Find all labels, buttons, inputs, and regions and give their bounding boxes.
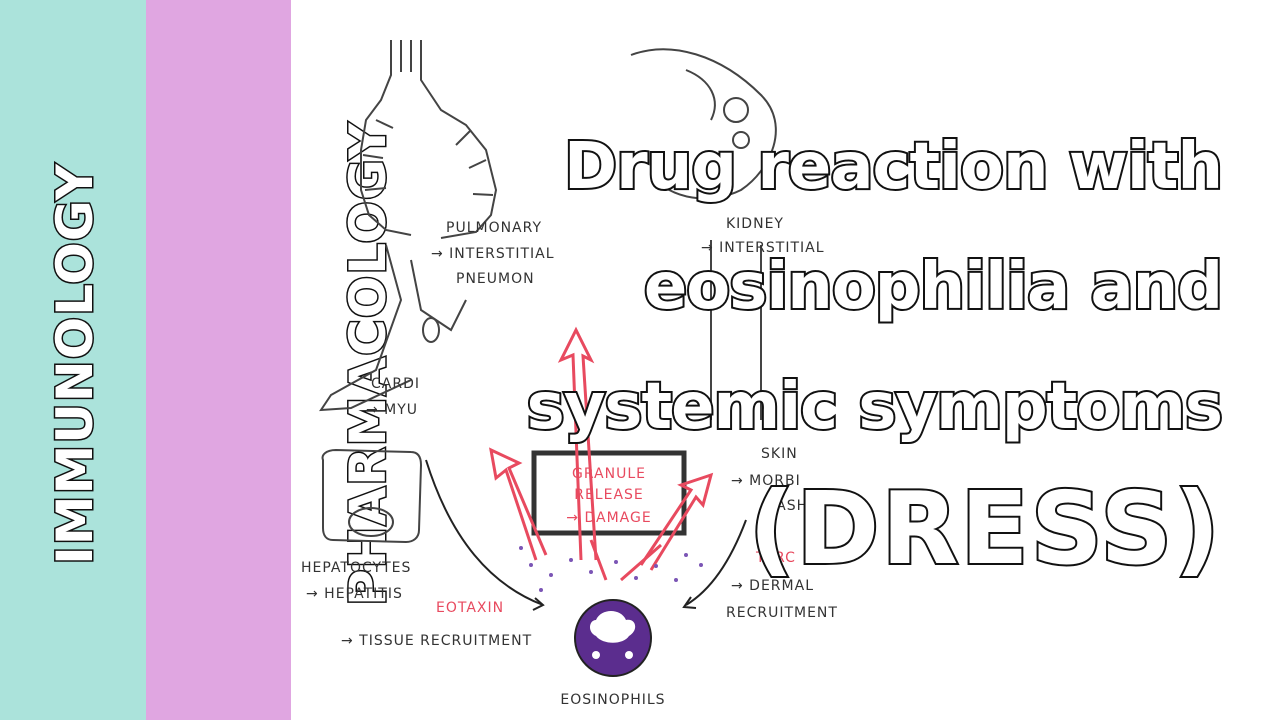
- pulmonary-label: PULMONARY: [446, 220, 542, 236]
- title-line-4: (DRESS): [747, 468, 1222, 589]
- tarc-effect-2-label: RECRUITMENT: [726, 605, 838, 621]
- kidney-drawing: [630, 48, 777, 420]
- red-arrow-up: [557, 326, 598, 561]
- tarc-label: TARC: [755, 550, 796, 566]
- cardiac-label: CARDI: [371, 376, 420, 392]
- eosinophils-label: EOSINOPHILS: [560, 692, 665, 708]
- hepatocytes-effect-label: → HEPATITIS: [306, 586, 403, 602]
- eotaxin-effect-label: → TISSUE RECRUITMENT: [341, 633, 532, 649]
- granule-box: [531, 450, 687, 536]
- tarc-effect-label: → DERMAL: [731, 578, 814, 594]
- granule-label-2: RELEASE: [574, 487, 644, 503]
- skin-label: SKIN: [761, 446, 798, 462]
- granule-dots: [519, 546, 703, 592]
- cardiac-effect-label: → MYU: [366, 402, 418, 418]
- recruitment-arrows: [425, 459, 747, 611]
- title-line-1: Drug reaction with: [562, 128, 1225, 206]
- pharmacology-band: PHARMACOLOGY: [146, 0, 399, 720]
- vessel-drawing: [319, 244, 467, 412]
- hepatocytes-label: HEPATOCYTES: [301, 560, 411, 576]
- title-line-3: systemic symptoms: [525, 368, 1225, 446]
- lung-drawing: [360, 40, 498, 239]
- red-arrow-left: [489, 447, 548, 561]
- red-arrow-right: [639, 472, 714, 571]
- immunology-band: IMMUNOLOGY: [0, 0, 146, 720]
- dress-sketch-diagram: PULMONARY → INTERSTITIAL PNEUMON KIDNEY …: [301, 40, 838, 708]
- granule-label-1: GRANULE: [572, 466, 646, 482]
- eosinophil-cell: [574, 599, 652, 677]
- granule-label-3: → DAMAGE: [566, 510, 651, 526]
- red-arrows: [489, 326, 714, 582]
- kidney-label: KIDNEY: [726, 216, 784, 232]
- pulmonary-effect-label: → INTERSTITIAL: [431, 246, 555, 262]
- kidney-effect-label: → INTERSTITIAL: [701, 240, 825, 256]
- hepatocyte-drawing: [321, 448, 423, 544]
- immunology-label: IMMUNOLOGY: [45, 162, 106, 567]
- pulmonary-effect-2-label: PNEUMON: [456, 271, 535, 287]
- title-line-2: eosinophilia and: [642, 248, 1225, 326]
- eotaxin-label: EOTAXIN: [436, 600, 504, 616]
- skin-effect-2-label: RASH: [766, 498, 808, 514]
- skin-effect-label: → MORBI: [731, 473, 801, 489]
